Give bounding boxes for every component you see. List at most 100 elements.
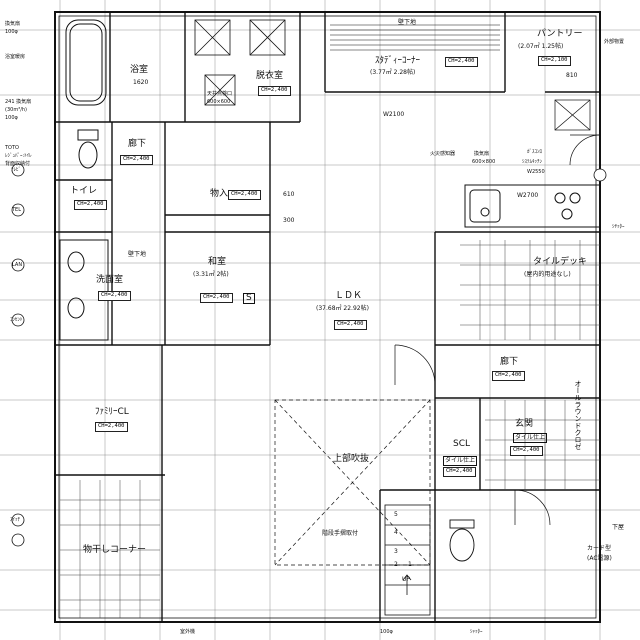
s-mark: S xyxy=(243,293,255,304)
fan-100: 100φ xyxy=(5,115,18,121)
wash-basins xyxy=(59,239,109,341)
room-toilet: トイレ xyxy=(70,186,98,196)
range-hood: ｶﾞｽｺﾝﾛ xyxy=(527,149,543,155)
ch-japanese: CH=2,400 xyxy=(200,293,233,303)
tile-deck-grid xyxy=(460,240,600,340)
room-family-closet: ﾌｧﾐﾘｰCL xyxy=(95,407,129,417)
card-reader: カード型 xyxy=(587,545,612,552)
scl-finish: タイル仕上 xyxy=(443,456,478,466)
room-drying: 物干しコーナー xyxy=(83,545,147,555)
ch-family-closet: CH=2,400 xyxy=(95,422,128,432)
ch-ldk: CH=2,400 xyxy=(334,320,367,330)
stair-3: 3 xyxy=(394,548,398,555)
door-swings xyxy=(394,134,601,526)
toto-label: TOTO xyxy=(5,145,19,151)
ch-toilet: CH=2,400 xyxy=(74,200,107,210)
room-dressing: 脱衣室 xyxy=(256,71,284,81)
room-japanese: 和室 xyxy=(208,257,227,267)
legend-marker-4: ｽｲｯﾁ xyxy=(10,517,21,523)
ch-hall-upper: CH=2,400 xyxy=(120,155,153,165)
interior-walls xyxy=(55,12,600,622)
room-storage: 物入 xyxy=(210,189,229,199)
lower-toilet xyxy=(449,519,475,562)
right-label: ｼﾔｯﾀｰ xyxy=(612,224,625,230)
dim-810: 810 xyxy=(566,72,578,79)
stair-handrail: 階段手摺取付 xyxy=(322,530,359,537)
room-tile-deck: タイルデッキ xyxy=(533,257,588,267)
room-study: ｽﾀﾃﾞｨｰｺｰﾅｰ xyxy=(375,56,421,66)
kitchen-counter xyxy=(464,184,601,228)
entrance-finish: タイル仕上 xyxy=(513,433,548,443)
hood-size: 600×800 xyxy=(472,159,496,165)
ch-washroom: CH=2,400 xyxy=(98,291,131,301)
attic-hatches xyxy=(194,19,286,106)
room-pantry-area: (2.07㎡ 1.25帖) xyxy=(518,43,564,50)
washroom-note: 壁下地 xyxy=(128,251,147,258)
dim-300: 300 xyxy=(283,217,295,224)
card-reader2: (AC電源) xyxy=(587,555,612,562)
ch-study: CH=2,400 xyxy=(445,57,478,67)
room-ldk-area: (37.68㎡ 22.92帖) xyxy=(316,305,369,312)
exterior-outlet: 外部物置 xyxy=(604,39,625,45)
ch-scl: CH=2,400 xyxy=(443,467,476,477)
ch-pantry: CH=2,100 xyxy=(538,56,571,66)
attic-hatch-size: 600×600 xyxy=(207,99,231,105)
dim-w2100: W2100 xyxy=(383,111,405,118)
stair-up: UP xyxy=(402,576,411,583)
room-bath-size: 1620 xyxy=(133,79,149,86)
staircase xyxy=(384,504,431,616)
toto-label2: ﾚｼﾞｭﾊﾟｰ:ﾄｲﾚ xyxy=(5,153,32,159)
sink-fan: 火災感知器 xyxy=(430,151,456,157)
dim-w2700: W2700 xyxy=(517,192,539,199)
dim-610: 610 xyxy=(283,191,295,198)
legend-markers xyxy=(11,163,607,547)
range-hood3: W2550 xyxy=(527,169,545,175)
ch-dressing: CH=2,400 xyxy=(258,86,291,96)
room-pantry: パントリー xyxy=(537,29,583,39)
top-fan2: 100φ xyxy=(5,29,18,35)
legend-marker-0: ﾃﾚﾋﾞ xyxy=(11,167,22,173)
range-hood2: ｼｽﾃﾑｷｯﾁﾝ xyxy=(522,159,543,165)
study-shelves xyxy=(330,24,500,51)
room-hall-upper: 廊下 xyxy=(128,139,147,149)
legend-marker-1: TEL xyxy=(12,207,21,213)
legend-marker-2: LAN xyxy=(12,262,23,268)
pantry-hatch xyxy=(554,99,591,131)
legend-marker-3: ｺﾝｾﾝﾄ xyxy=(10,317,23,323)
room-scl: SCL xyxy=(453,439,471,449)
fan-size: (30m³/h) xyxy=(5,107,27,113)
room-tile-deck-note: (屋内的用途なし) xyxy=(524,271,571,278)
upper-void-label: 上部吹抜 xyxy=(333,454,370,464)
fan-241: 241 換気扇 xyxy=(5,99,32,105)
ch-entrance: CH=2,400 xyxy=(510,446,543,456)
room-entrance: 玄関 xyxy=(515,419,534,429)
room-all-round-closet: オールラウンドクロゼ xyxy=(574,380,582,450)
ch-hall-lower: CH=2,400 xyxy=(492,371,525,381)
stair-2: 2 xyxy=(394,561,398,568)
room-hall-lower: 廊下 xyxy=(500,357,519,367)
top-fan: 換気扇 xyxy=(5,21,21,27)
upper-void xyxy=(274,399,431,566)
outlet-mark: 100φ xyxy=(380,629,393,635)
stair-1: 1 xyxy=(408,561,412,568)
bath-room-dryer: 浴室暖房 xyxy=(5,54,26,60)
entrance-grid xyxy=(485,400,600,490)
hood-box: 換気扇 xyxy=(474,151,490,157)
outer-walls-inner xyxy=(58,15,597,619)
room-washroom: 洗面室 xyxy=(96,275,124,285)
drying-grid xyxy=(60,480,160,618)
room-bath: 浴室 xyxy=(130,65,149,75)
stair-4: 4 xyxy=(394,529,398,536)
lower-right: 下屋 xyxy=(612,524,625,531)
room-study-area: (3.77㎡ 2.28帖) xyxy=(370,69,416,76)
toto-label3: 背面収納付 xyxy=(5,161,31,167)
room-japanese-area: (3.31㎡ 2帖) xyxy=(193,271,229,278)
wall-base-top: 壁下地 xyxy=(398,19,417,26)
bottom-right: ｼｬｯﾀｰ xyxy=(470,629,483,635)
ext-label: 室外機 xyxy=(180,629,196,635)
stair-5: 5 xyxy=(394,511,398,518)
room-ldk: ＬＤＫ xyxy=(335,291,363,301)
outer-walls xyxy=(54,11,601,623)
